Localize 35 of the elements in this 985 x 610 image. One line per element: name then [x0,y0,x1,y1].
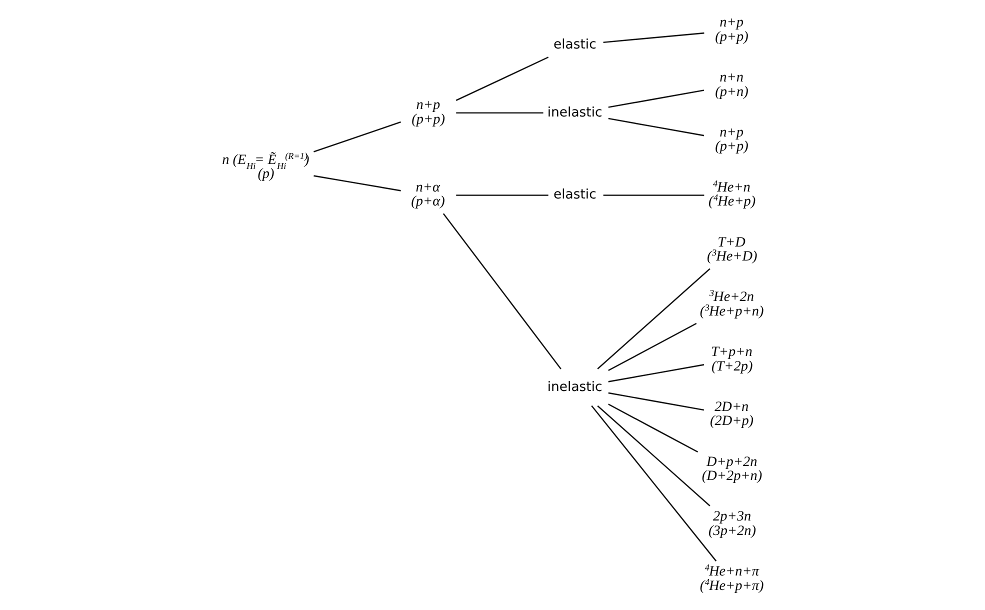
connector [602,32,704,44]
connector [608,364,704,382]
node-text: $^{4}$He+n+π ($^{4}$He+p+π) [699,562,764,594]
node-text: T+D ($^{3}$He+D) [706,234,757,264]
node-text: $^{3}$He+2n ($^{3}$He+p+n) [699,288,764,320]
connector [313,121,400,152]
node-text: 2D+n (2D+p) [710,398,754,430]
connector [596,268,710,370]
node-text: n+p (p+p) [411,97,444,128]
connector [608,404,698,453]
connector [608,118,704,136]
node-text: n (E$_{Hi}$= Ẽ$_{Hi}$$^{(R=1)}$) (p) [222,150,309,182]
connector [596,405,710,506]
node-text: elastic [552,188,596,203]
node-text: n+n (p+n) [714,70,748,100]
node-text: D+p+2n (D+2p+n) [701,454,762,484]
node-text: $^{4}$He+n ($^{4}$He+p) [708,178,756,210]
node-text: T+p+n (T+2p) [710,344,752,374]
node-text: inelastic [546,105,602,120]
connector [608,90,704,108]
node-text: n+p (p+p) [714,14,748,45]
connector [313,175,400,192]
connector [456,194,548,196]
connector [602,194,704,196]
connector [455,56,548,101]
connector [456,112,543,114]
node-text: 2p+3n (3p+2n) [708,508,756,539]
node-text: inelastic [546,380,602,395]
node-text: elastic [552,37,596,52]
node-text: n+α (p+α) [410,179,444,210]
connector [608,322,696,372]
connector [442,213,561,370]
node-text: n+p (p+p) [714,124,748,155]
connector [590,405,716,562]
connector [608,392,704,411]
